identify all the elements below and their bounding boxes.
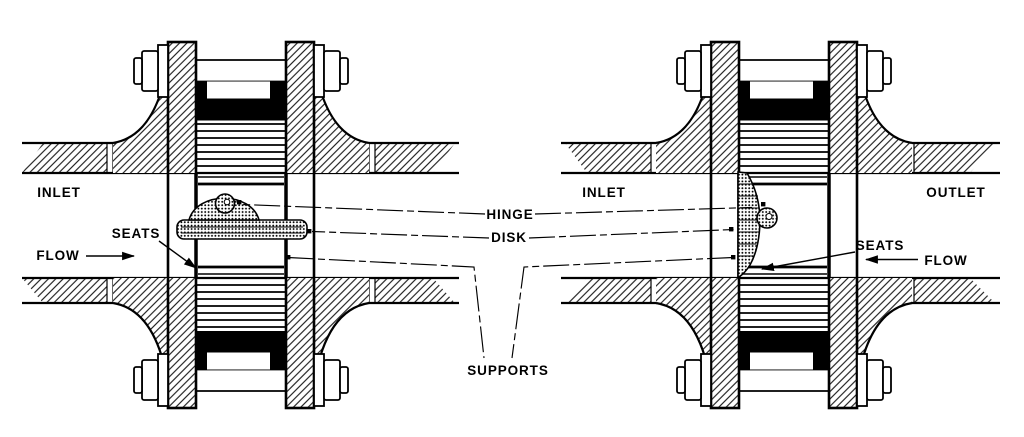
label-flow-right: FLOW bbox=[924, 253, 967, 268]
left-valve-section bbox=[22, 40, 459, 410]
label-seats-right: SEATS bbox=[856, 238, 905, 253]
label-flow-left: FLOW bbox=[36, 248, 79, 263]
label-inlet-right: INLET bbox=[582, 185, 626, 200]
seats-pointer-left bbox=[158, 240, 197, 269]
right-valve-section bbox=[561, 40, 1000, 410]
seats-pointer-right bbox=[760, 251, 856, 272]
label-hinge: HINGE bbox=[486, 207, 533, 222]
valve-body-right bbox=[654, 40, 914, 410]
diagram-labels: INLET SEATS FLOW HINGE DISK SUPPORTS INL… bbox=[36, 185, 985, 378]
label-inlet-left: INLET bbox=[37, 185, 81, 200]
label-supports: SUPPORTS bbox=[467, 363, 548, 378]
label-disk: DISK bbox=[491, 230, 527, 245]
label-outlet: OUTLET bbox=[926, 185, 985, 200]
callout-leaders bbox=[158, 200, 856, 359]
pipe-walls-right-valve bbox=[561, 141, 1000, 305]
disk-closed bbox=[737, 171, 778, 278]
label-seats-left: SEATS bbox=[112, 226, 161, 241]
